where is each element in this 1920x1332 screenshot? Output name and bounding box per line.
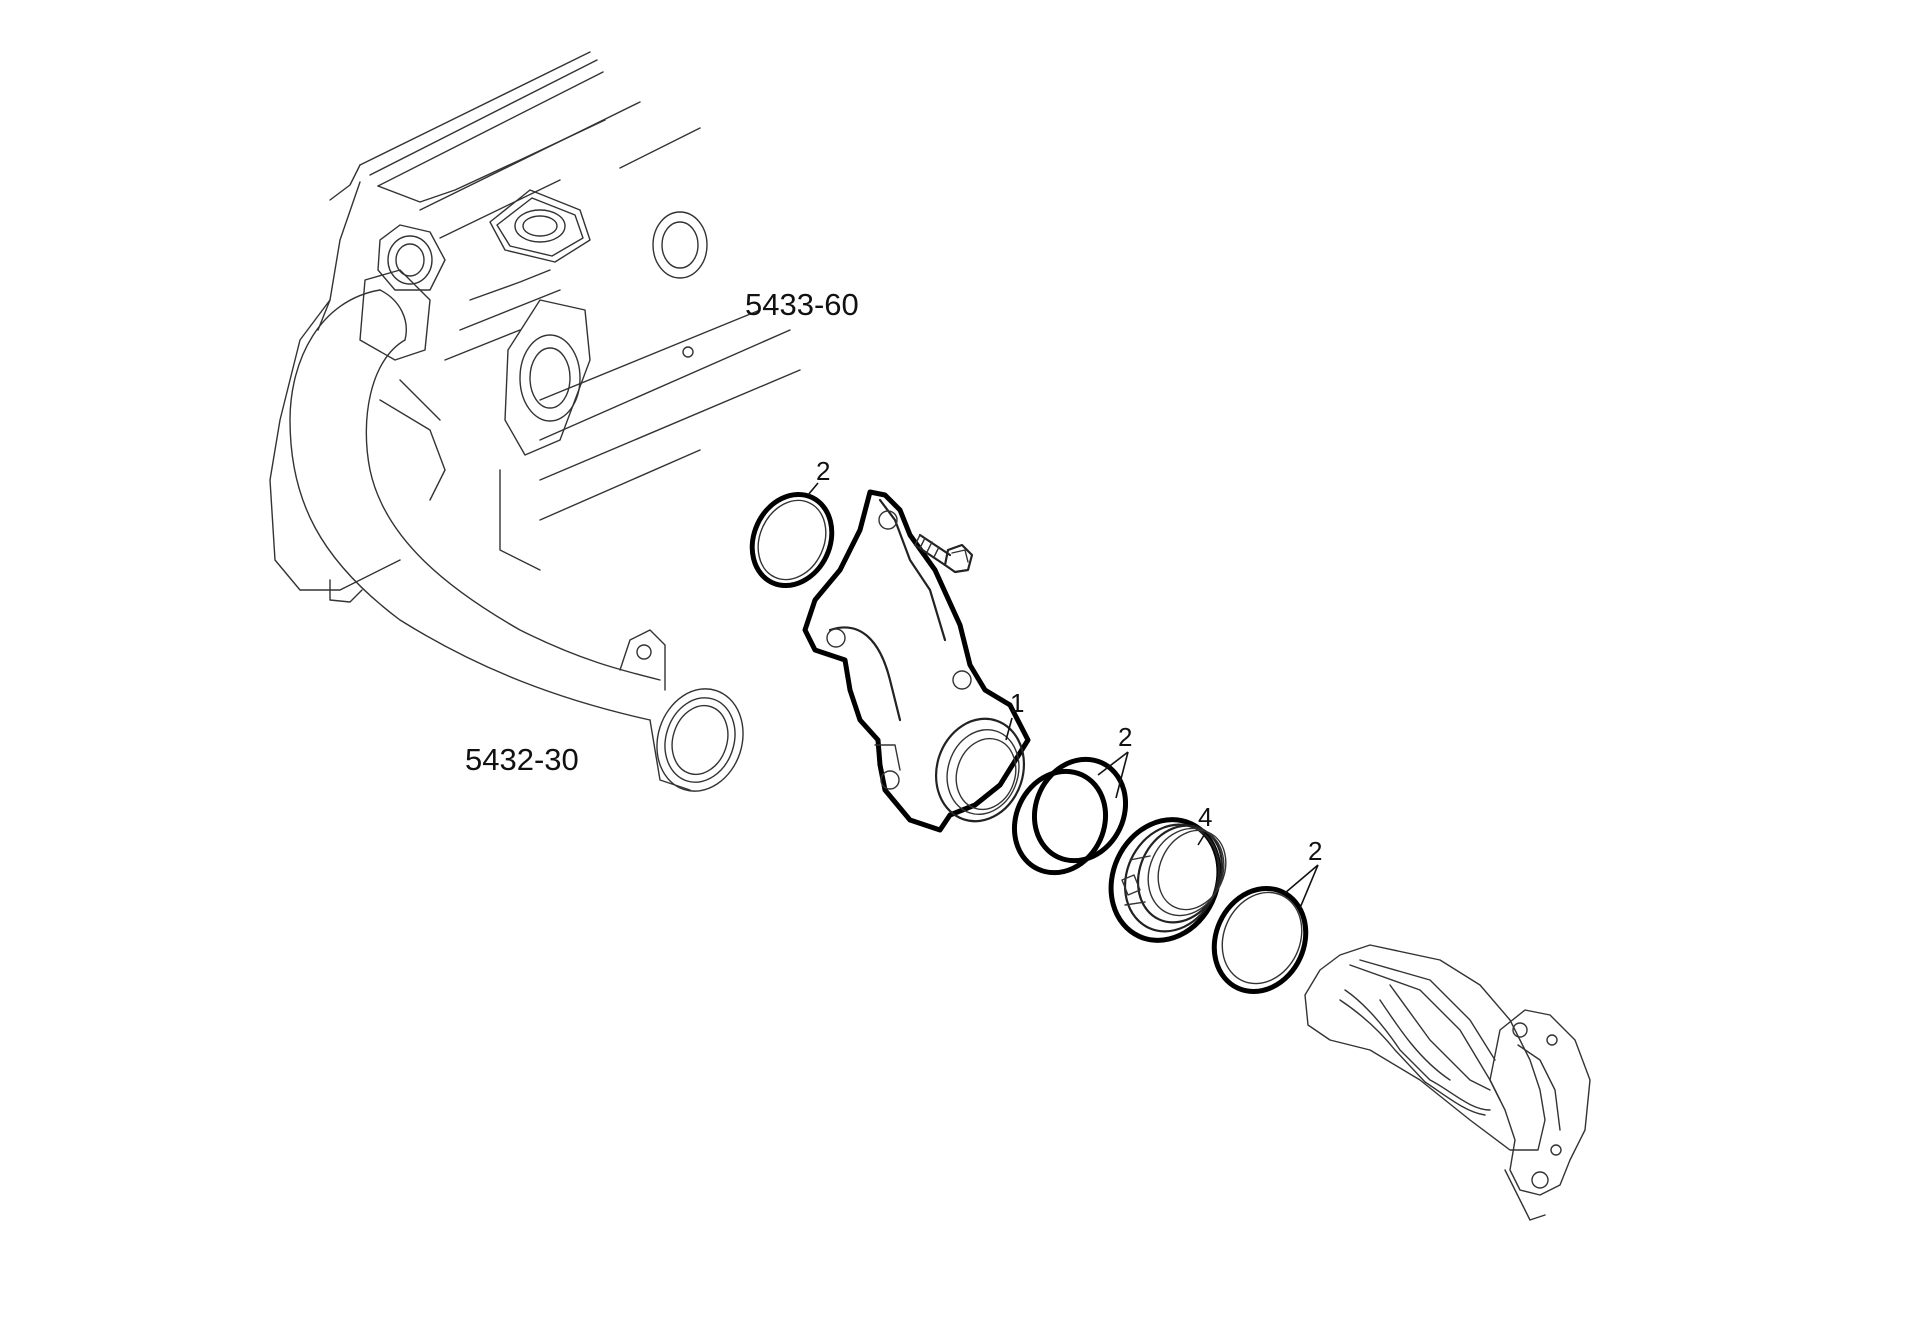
engine-block-drawing bbox=[269, 51, 801, 603]
coolant-pipe-drawing bbox=[289, 289, 744, 792]
callout-o-rings-middle: 2 bbox=[1118, 722, 1132, 752]
leader-lines bbox=[807, 482, 1319, 909]
o-rings-middle bbox=[1011, 756, 1129, 876]
callout-elbow: 1 bbox=[1010, 688, 1024, 718]
flange-bolt bbox=[913, 533, 974, 574]
callout-threaded-nut: 4 bbox=[1198, 802, 1212, 832]
callout-o-ring-top: 2 bbox=[816, 456, 830, 486]
pipe-reference-label: 5432-30 bbox=[465, 742, 579, 777]
callout-o-ring-lower: 2 bbox=[1308, 836, 1322, 866]
threaded-nut bbox=[1108, 817, 1227, 943]
o-ring-lower bbox=[1211, 885, 1309, 995]
manifold-reference-label: 5433-60 bbox=[745, 287, 859, 322]
thermostat-housing bbox=[1304, 944, 1591, 1221]
o-ring-top bbox=[749, 491, 835, 589]
elbow-connector bbox=[802, 489, 1031, 833]
